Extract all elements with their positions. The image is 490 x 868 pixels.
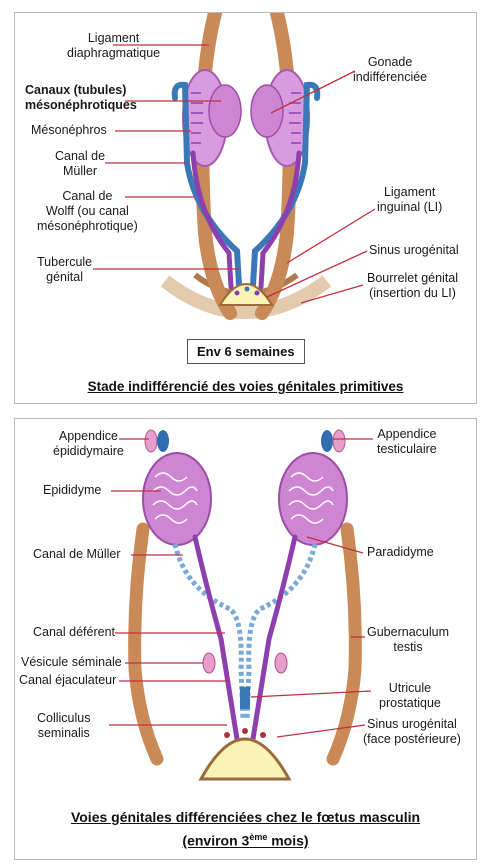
age-badge: Env 6 semaines (187, 339, 305, 364)
prostatic-utricle (240, 687, 250, 709)
genital-swelling-band (160, 275, 332, 319)
caption-line2-b: mois) (267, 832, 309, 849)
left-muller-duct (171, 81, 242, 288)
right-muller-remnant (244, 543, 318, 720)
left-ligament (195, 13, 237, 320)
caption-male-differentiated: Voies génitales différenciées chez le fœ… (15, 807, 476, 851)
label-canaux-tubules: Canaux (tubules)mésonéphrotiques (25, 83, 137, 112)
caption-line2-a: (environ 3 (182, 832, 250, 849)
left-tubules (191, 92, 203, 144)
left-seminiferous-tubules (152, 472, 198, 524)
right-muller-duct (250, 81, 321, 288)
caption-sup: ème (249, 832, 268, 842)
right-seminal-vesicle (274, 652, 288, 674)
right-gonad (250, 84, 284, 138)
label-canal-muller-2: Canal de Müller (33, 547, 121, 561)
label-vesicule-seminale: Vésicule séminale (21, 655, 122, 669)
left-wolff-duct (190, 150, 234, 290)
left-appendix-testis (157, 430, 169, 452)
label-bourrelet-genital: Bourrelet génital(insertion du LI) (367, 271, 459, 300)
right-tubules (289, 92, 301, 144)
right-deferent-duct (250, 534, 298, 742)
right-ligament (255, 13, 297, 320)
urogenital-sinus (218, 283, 274, 306)
left-testis (142, 452, 212, 546)
label-canal-deferent: Canal déférent (33, 625, 116, 639)
label-mesonephros: Mésonéphros (31, 123, 107, 137)
label-sinus-urogenital: Sinus urogénital (369, 243, 459, 257)
caption-line1: Voies génitales différenciées chez le fœ… (70, 809, 421, 825)
left-seminal-vesicle (202, 652, 216, 674)
left-muller-remnant (172, 543, 246, 720)
label-epididyme: Epididyme (43, 483, 102, 497)
left-appendix-epididymis (144, 429, 158, 453)
label-canal-ejaculateur: Canal éjaculateur (19, 673, 117, 687)
indifferent-stage-diagram (93, 13, 376, 320)
male-genital-ducts-diagram (109, 429, 373, 781)
label-sinus-urogenital-posterieur: Sinus urogénital(face postérieure) (363, 717, 461, 746)
right-appendix-epididymis (332, 429, 346, 453)
label-paradidyme: Paradidyme (367, 545, 434, 559)
leader-lines (93, 44, 376, 304)
right-appendix-testis (321, 430, 333, 452)
left-gubernaculum (128, 522, 164, 766)
right-gubernaculum (326, 522, 362, 766)
left-gonad (208, 84, 242, 138)
right-testis (278, 452, 348, 546)
right-wolff-duct (258, 150, 302, 290)
left-deferent-duct (192, 534, 240, 742)
leader-lines-2 (109, 438, 373, 738)
urogenital-sinus-posterior (198, 737, 292, 781)
right-seminiferous-tubules (288, 472, 334, 524)
caption-indifferent-stage: Stade indifférencié des voies génitales … (87, 379, 404, 394)
